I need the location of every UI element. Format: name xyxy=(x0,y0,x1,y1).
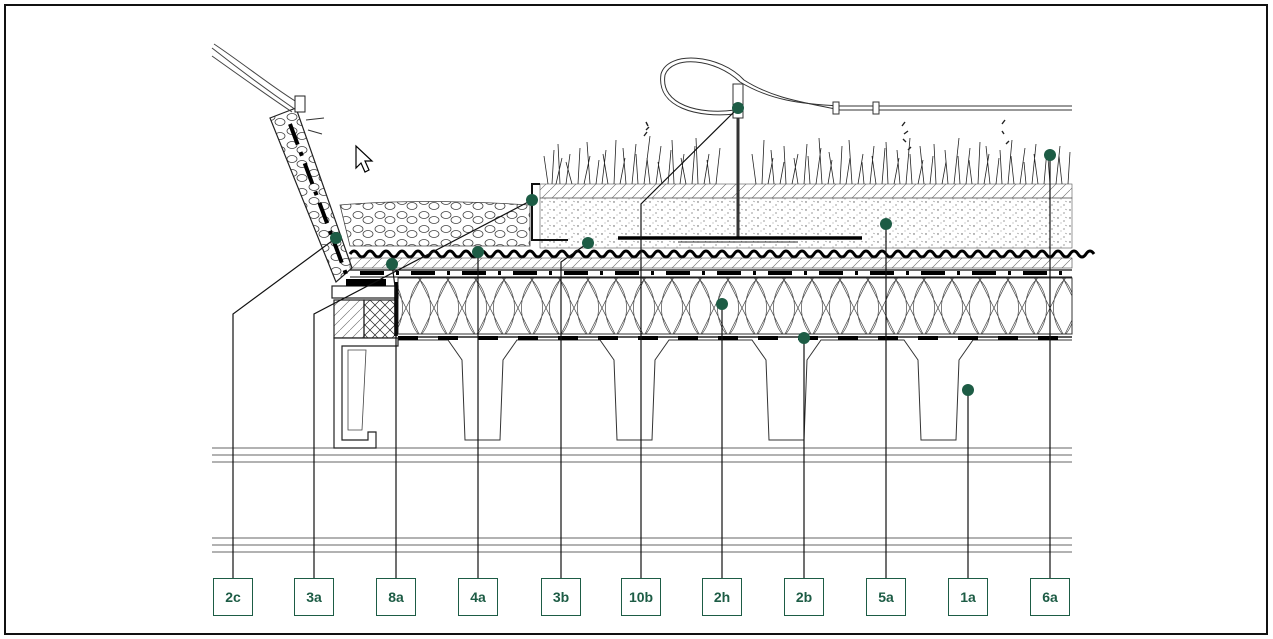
marker-6a xyxy=(1044,149,1056,161)
marker-5a xyxy=(880,218,892,230)
waterproofing-membrane xyxy=(350,269,1072,278)
callout-label-6a[interactable]: 6a xyxy=(1030,578,1070,616)
callout-label-5a[interactable]: 5a xyxy=(866,578,906,616)
marker-3b xyxy=(582,237,594,249)
protection-mat xyxy=(349,257,1073,269)
thermal-insulation xyxy=(397,277,1073,335)
callout-label-8a[interactable]: 8a xyxy=(376,578,416,616)
lower-structure-lines xyxy=(212,447,1072,553)
vegetation-mat xyxy=(539,183,1073,199)
callout-label-3b[interactable]: 3b xyxy=(541,578,581,616)
growing-substrate xyxy=(539,197,1073,249)
edge-members xyxy=(331,279,399,449)
irrigation-system xyxy=(660,57,1072,243)
marker-4a xyxy=(472,246,484,258)
trapezoidal-steel-deck xyxy=(398,339,1072,441)
marker-2c xyxy=(330,232,342,244)
callout-label-3a[interactable]: 3a xyxy=(294,578,334,616)
callout-label-10b[interactable]: 10b xyxy=(621,578,661,616)
drainage-layer xyxy=(348,249,1096,259)
leader-lines xyxy=(232,107,1051,578)
marker-2b xyxy=(798,332,810,344)
callout-label-2c[interactable]: 2c xyxy=(213,578,253,616)
parapet-edge xyxy=(211,43,353,284)
marker-2h xyxy=(716,298,728,310)
gravel-strip xyxy=(339,201,531,247)
callout-label-2h[interactable]: 2h xyxy=(702,578,742,616)
callout-label-1a[interactable]: 1a xyxy=(948,578,988,616)
vegetation xyxy=(543,119,1071,185)
callout-label-4a[interactable]: 4a xyxy=(458,578,498,616)
marker-3a xyxy=(526,194,538,206)
mouse-pointer-icon xyxy=(355,144,374,173)
callout-label-2b[interactable]: 2b xyxy=(784,578,824,616)
callout-markers xyxy=(330,102,1056,396)
vapour-barrier xyxy=(398,336,1072,340)
gravel-stop-profile xyxy=(531,183,568,241)
marker-10b xyxy=(732,102,744,114)
marker-1a xyxy=(962,384,974,396)
marker-8a xyxy=(386,258,398,270)
